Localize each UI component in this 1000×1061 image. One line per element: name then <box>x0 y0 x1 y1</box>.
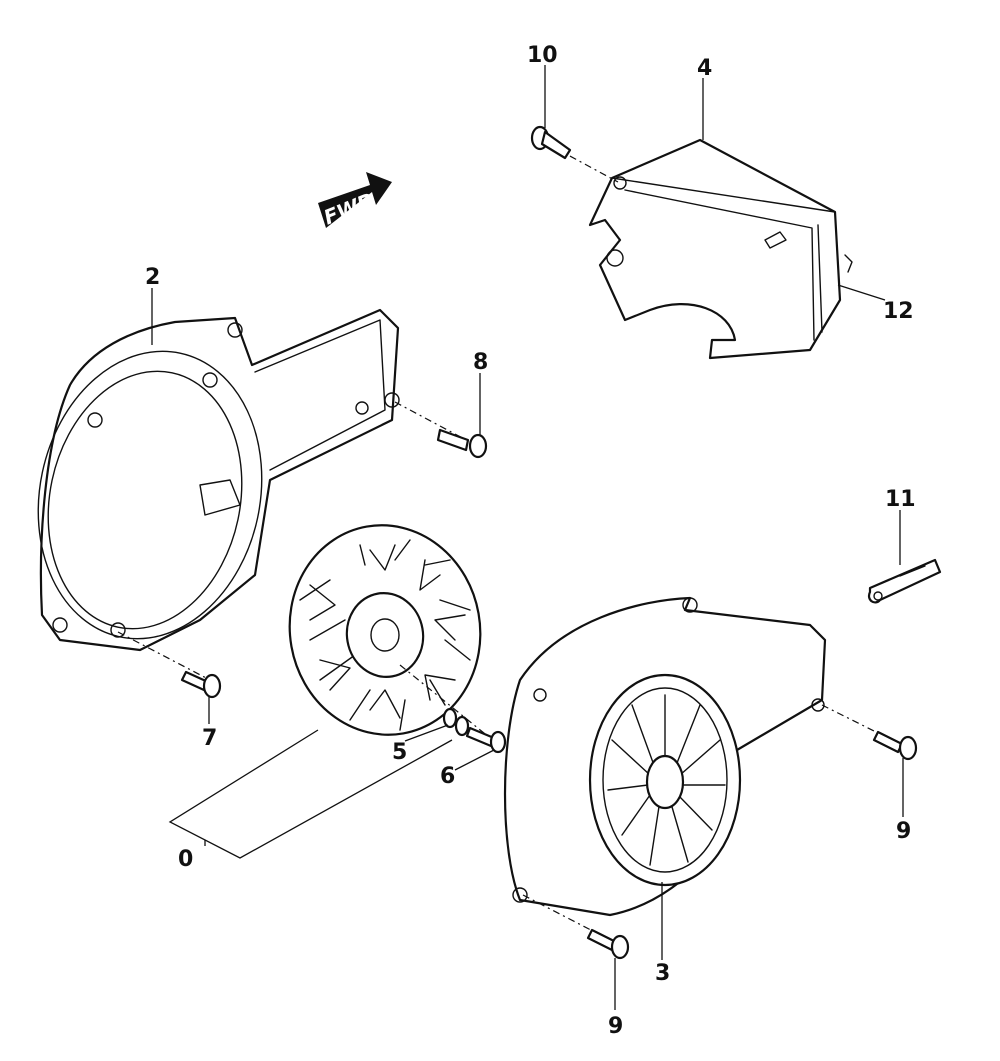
fan-cover-with-grille <box>503 596 827 917</box>
assembly-group-bracket <box>168 729 453 859</box>
callout-2: 2 <box>145 265 160 290</box>
callout-8: 8 <box>473 350 488 375</box>
callout-4: 4 <box>697 56 712 81</box>
callout-0: 0 <box>178 847 193 872</box>
callout-9-bottom: 9 <box>608 1014 623 1039</box>
callout-7: 7 <box>202 726 217 751</box>
screw-7-icon <box>117 631 222 699</box>
screw-10-icon <box>530 125 619 183</box>
cooling-fan <box>288 524 482 736</box>
top-cover <box>588 138 853 360</box>
callout-3: 3 <box>655 961 670 986</box>
washers-and-screw-icon <box>399 664 507 754</box>
screw-9a-icon <box>821 704 918 761</box>
callout-6: 6 <box>440 764 455 789</box>
callout-11: 11 <box>885 487 916 512</box>
callout-5: 5 <box>392 740 407 765</box>
fan-shroud-housing <box>37 308 400 652</box>
callout-10: 10 <box>527 43 558 68</box>
bracket-11-icon <box>867 558 942 604</box>
callout-12: 12 <box>883 299 914 324</box>
leader-lines <box>151 65 904 1010</box>
forward-arrow-icon: FWD <box>318 172 392 230</box>
screw-8-icon <box>394 401 488 459</box>
callout-9-right: 9 <box>896 819 911 844</box>
screw-9b-icon <box>522 894 630 960</box>
